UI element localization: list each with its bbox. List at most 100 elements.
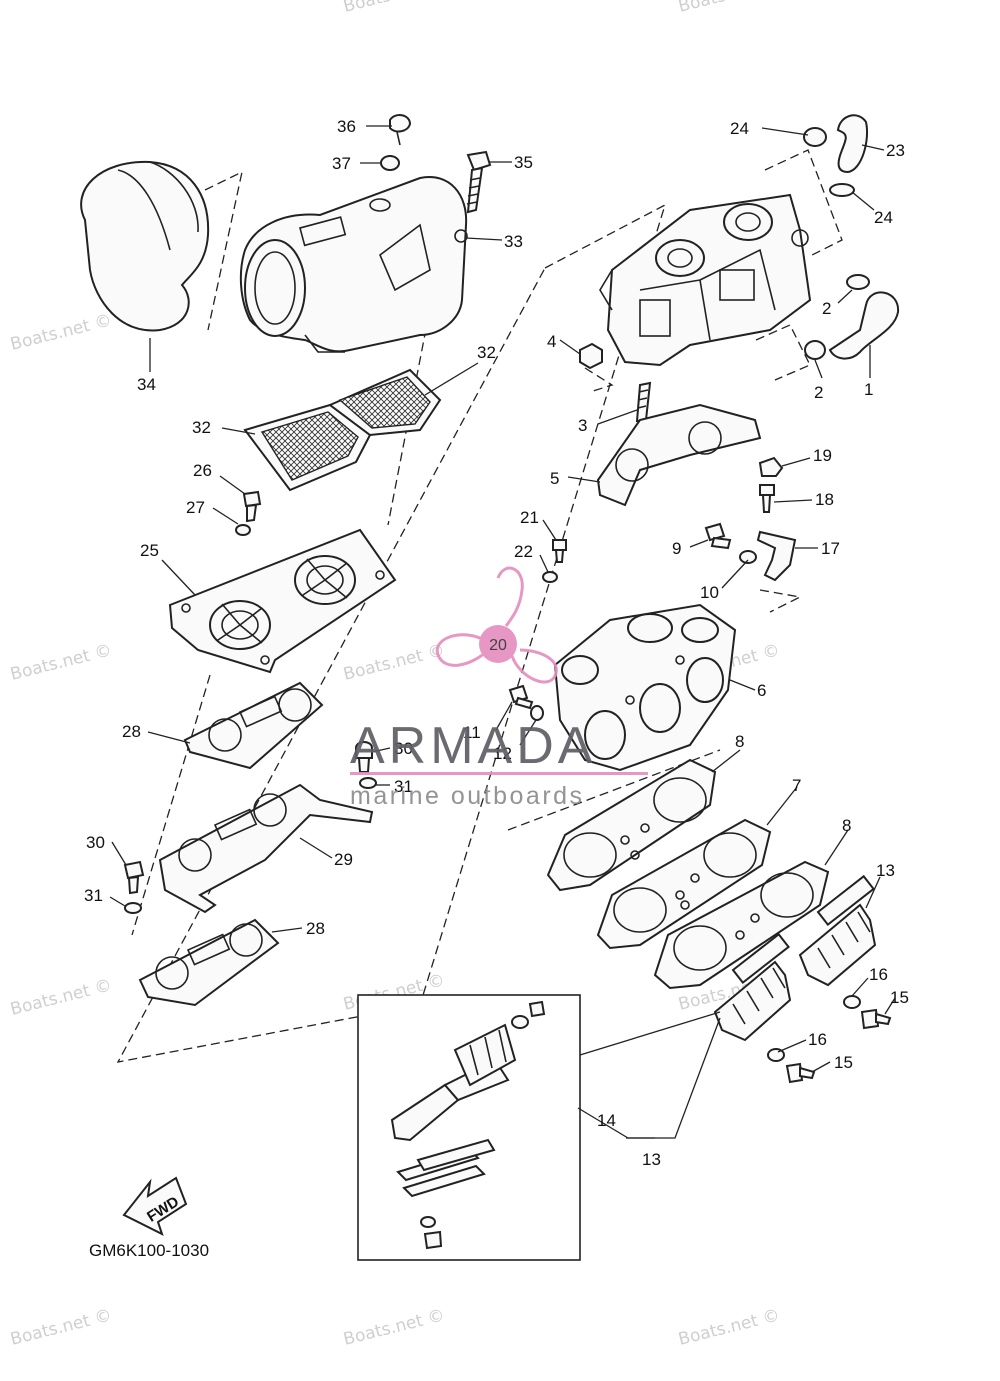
washer-31-upper: [359, 777, 377, 789]
washer-31-lower: [124, 902, 142, 914]
callout-17: 17: [821, 539, 840, 558]
callout-27: 27: [186, 498, 205, 517]
bolt-30-upper: [355, 741, 373, 773]
callout-21: 21: [520, 508, 539, 527]
callout-30-lower: 30: [86, 833, 105, 852]
gasket-28-upper: [183, 681, 324, 770]
callout-22: 22: [514, 542, 533, 561]
watermark: Boats.net ©: [676, 0, 781, 17]
gasket-5: [596, 403, 762, 507]
callout-36: 36: [337, 117, 356, 136]
callout-1: 1: [864, 380, 873, 399]
intake-manifold-6: [553, 603, 737, 772]
washer-16-left: [767, 1048, 785, 1062]
propeller-logo-icon: [435, 566, 558, 684]
callout-8-lower: 8: [842, 816, 851, 835]
brand-tagline: marine outboards: [350, 782, 585, 810]
watermark: Boats.net ©: [341, 0, 446, 17]
diagram-code: GM6K100-1030: [89, 1241, 209, 1260]
washer-37: [380, 155, 400, 171]
callout-12: 12: [493, 744, 512, 763]
clamp-24-lower: [829, 183, 855, 197]
watermark: Boats.net ©: [341, 1305, 446, 1349]
bolt-35: [466, 150, 492, 214]
carburetor-assembly: [599, 193, 812, 367]
intake-duct-34: [80, 160, 210, 332]
logo-hub: [479, 625, 517, 663]
bolt-11: [508, 684, 534, 710]
bracket-17: [756, 530, 797, 582]
bolt-36: [389, 114, 412, 146]
callout-37: 37: [332, 154, 351, 173]
callout-34: 34: [137, 375, 156, 394]
watermark: Boats.net ©: [8, 975, 113, 1019]
watermark: Boats.net ©: [341, 640, 446, 684]
watermark: Boats.net ©: [8, 310, 113, 354]
stud-3: [635, 381, 652, 423]
screw-15-left: [785, 1062, 816, 1084]
callout-3: 3: [578, 416, 587, 435]
silencer-body-33: [239, 176, 468, 353]
washer-22: [542, 571, 558, 583]
callout-26: 26: [193, 461, 212, 480]
callout-10: 10: [700, 583, 719, 602]
washer-16-right: [843, 995, 861, 1009]
reed-valve-13-left: [713, 932, 792, 1042]
washer-10: [739, 550, 757, 564]
bolt-18: [759, 484, 775, 513]
callout-7: 7: [792, 776, 801, 795]
clamp-2-lower: [804, 340, 826, 360]
callout-2-lower: 2: [814, 383, 823, 402]
callout-11: 11: [463, 723, 481, 742]
callout-31-lower: 31: [84, 886, 103, 905]
clamp-2-upper: [846, 274, 870, 290]
callout-35: 35: [514, 153, 533, 172]
adapter-plate-25: [168, 528, 397, 674]
callout-15-left: 15: [834, 1053, 853, 1072]
callout-13-lower: 13: [642, 1150, 661, 1169]
gasket-8-upper: [546, 758, 717, 892]
gasket-8-lower: [653, 860, 830, 990]
screw-15-right: [860, 1008, 892, 1030]
bolt-30-lower: [123, 860, 145, 895]
callout-2-upper: 2: [822, 299, 831, 318]
watermark: Boats.net ©: [676, 1305, 781, 1349]
callout-28-upper: 28: [122, 722, 141, 741]
callout-14: 14: [597, 1111, 616, 1130]
filter-screen-32: [243, 368, 442, 492]
callout-25: 25: [140, 541, 159, 560]
washer-27: [235, 524, 251, 536]
callout-9: 9: [672, 539, 681, 558]
leader-lines: [109, 125, 896, 1139]
callout-28-lower: 28: [306, 919, 325, 938]
armada-logo: 20 ARMADA marine outboards: [350, 566, 648, 810]
watermark: Boats.net ©: [8, 640, 113, 684]
callout-18: 18: [815, 490, 834, 509]
callout-32: 32: [192, 418, 211, 437]
callout-30-upper: 30: [394, 739, 413, 758]
nut-4: [579, 342, 603, 370]
callout-15-right: 15: [890, 988, 909, 1007]
bracket-plate-29: [158, 783, 374, 914]
bolt-9: [704, 522, 732, 550]
cap-19: [758, 456, 784, 477]
callout-33: 33: [504, 232, 523, 251]
hose-23: [836, 114, 868, 174]
callout-8-upper: 8: [735, 732, 744, 751]
logo-number: 20: [489, 637, 507, 654]
callout-24-lower: 24: [874, 208, 893, 227]
callout-4: 4: [547, 332, 556, 351]
clamp-24-upper: [803, 127, 827, 147]
watermark: Boats.net ©: [8, 1305, 113, 1349]
reed-valve-13-right: [798, 874, 877, 987]
gasket-28-lower: [138, 918, 280, 1007]
callout-16-right: 16: [869, 965, 888, 984]
washer-12: [530, 705, 544, 721]
callout-32-top: 32: [477, 343, 496, 362]
callout-13-right: 13: [876, 861, 895, 880]
callout-6: 6: [757, 681, 766, 700]
callout-29: 29: [334, 850, 353, 869]
brand-name: ARMADA: [350, 717, 596, 775]
brand-underline: [350, 772, 648, 775]
callout-19: 19: [813, 446, 832, 465]
